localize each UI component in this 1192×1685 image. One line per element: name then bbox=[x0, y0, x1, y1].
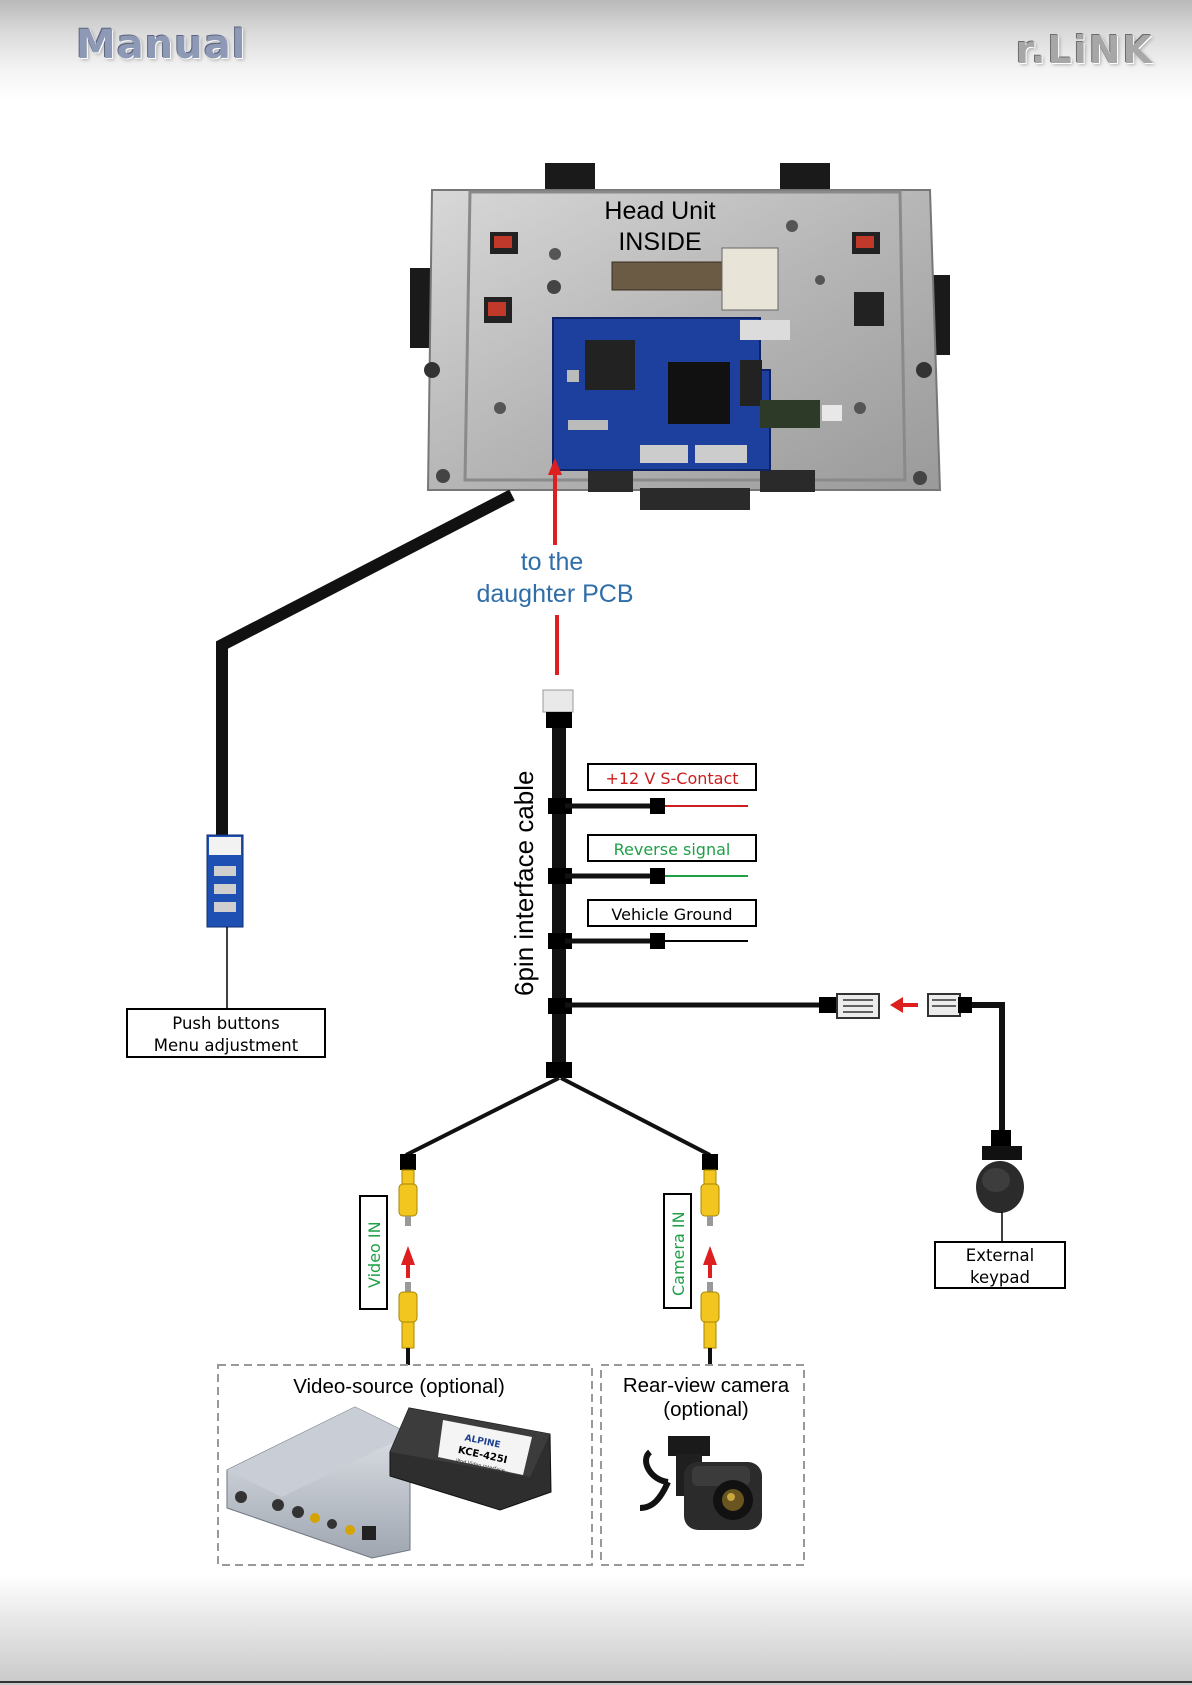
video-in-label: Video IN bbox=[365, 1221, 384, 1288]
head-unit-label-line1: Head Unit bbox=[604, 197, 715, 225]
rear-camera-title-line2: (optional) bbox=[663, 1398, 748, 1421]
main-interface-cable bbox=[543, 690, 573, 1078]
wire-12v-s-contact bbox=[565, 798, 748, 814]
push-button-cable bbox=[222, 495, 512, 840]
rca-plug-icon bbox=[399, 1170, 417, 1365]
wire-label-reverse: Reverse signal bbox=[614, 840, 731, 859]
wire-reverse-signal bbox=[565, 868, 748, 884]
keypad-label-line2: keypad bbox=[970, 1268, 1030, 1287]
keypad-label-line1: External bbox=[966, 1246, 1034, 1265]
push-button-board bbox=[207, 835, 243, 1010]
push-buttons-label-line1: Push buttons bbox=[172, 1014, 279, 1033]
wire-label-12v: +12 V S-Contact bbox=[605, 769, 738, 788]
footer-rule bbox=[0, 1681, 1192, 1683]
keypad-cable bbox=[565, 994, 879, 1018]
head-unit-label-line2: INSIDE bbox=[618, 228, 701, 256]
keypad-icon bbox=[976, 1146, 1024, 1243]
page-footer bbox=[0, 1575, 1192, 1685]
camera-in-label: Camera IN bbox=[669, 1211, 688, 1296]
arrow-label-line2: daughter PCB bbox=[476, 580, 633, 608]
rear-camera-title-line1: Rear-view camera bbox=[623, 1374, 790, 1397]
rj45-plug-icon bbox=[890, 994, 1011, 1146]
wire-vehicle-ground bbox=[565, 933, 748, 949]
wire-label-ground: Vehicle Ground bbox=[611, 905, 732, 924]
rca-plug-icon bbox=[701, 1170, 719, 1365]
arrow-label-line1: to the bbox=[521, 548, 584, 576]
rca-split-cable bbox=[400, 1078, 718, 1170]
interface-cable-label: 6pin interface cable bbox=[509, 771, 539, 996]
push-buttons-label-line2: Menu adjustment bbox=[154, 1036, 299, 1055]
video-source-title: Video-source (optional) bbox=[293, 1375, 505, 1398]
